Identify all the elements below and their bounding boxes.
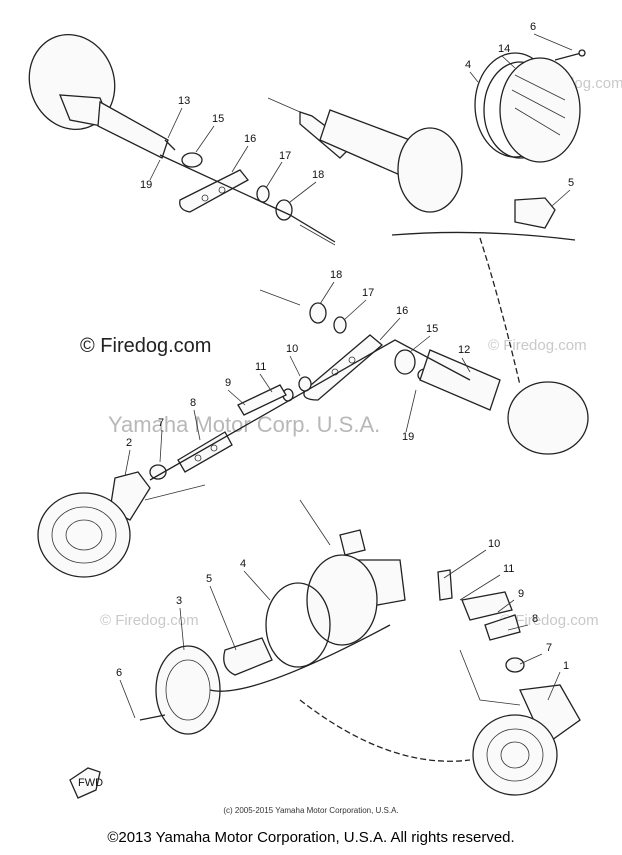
callout-19-mid: 19 [402, 431, 414, 443]
callout-2: 2 [126, 437, 132, 449]
callout-9-mid: 9 [225, 377, 231, 389]
callout-11-bottom: 11 [503, 563, 514, 575]
small-copyright: (c) 2005-2015 Yamaha Motor Corporation, … [223, 806, 399, 815]
watermark-firedog-left: © Firedog.com [80, 335, 212, 357]
callout-10-mid: 10 [286, 343, 298, 355]
callout-9-bottom: 9 [518, 588, 524, 600]
callout-8-mid: 8 [190, 397, 196, 409]
watermark-firedog-bottom-left: © Firedog.com [100, 612, 199, 629]
bottom-lamp-assembly [139, 499, 471, 762]
callout-4-top: 4 [465, 59, 471, 71]
callout-17: 17 [279, 150, 291, 162]
callout-13: 13 [178, 95, 190, 107]
callout-7-bottom: 7 [546, 642, 552, 654]
callout-labels: 13 15 16 17 18 19 6 14 4 5 18 17 16 15 1… [116, 21, 574, 679]
callout-6-bottom: 6 [116, 667, 122, 679]
callout-16: 16 [244, 133, 256, 145]
svg-text:FWD: FWD [78, 777, 103, 789]
callout-1: 1 [563, 660, 569, 672]
callout-15-mid: 15 [426, 323, 438, 335]
callout-15: 15 [212, 113, 224, 125]
watermark-firedog-bottom-right: © Firedog.com [500, 612, 599, 629]
callout-8-bottom: 8 [532, 613, 538, 625]
bottom-right-lamp [437, 569, 581, 796]
fwd-arrow: FWD [69, 767, 103, 799]
middle-bracket-assembly [149, 289, 589, 481]
callout-4-bottom: 4 [240, 558, 246, 570]
callout-10-bottom: 10 [488, 538, 500, 550]
parts-diagram: © Firedog.com © Firedog.com © Firedog.co… [28, 21, 622, 799]
top-left-signal-light [28, 34, 176, 159]
callout-7-mid: 7 [158, 417, 164, 429]
watermark-yamaha: Yamaha Motor Corp. U.S.A. [108, 412, 380, 437]
callout-14: 14 [498, 43, 510, 55]
leader-lines [119, 33, 573, 719]
callout-3: 3 [176, 595, 182, 607]
left-lamp [37, 471, 206, 578]
watermark-firedog-right: © Firedog.com [488, 337, 587, 354]
callout-19: 19 [140, 179, 152, 191]
callout-18-mid: 18 [330, 269, 342, 281]
callout-6-top: 6 [530, 21, 536, 33]
callout-16-mid: 16 [396, 305, 408, 317]
callout-5-bottom: 5 [206, 573, 212, 585]
callout-11-mid: 11 [255, 361, 266, 373]
callout-5-top: 5 [568, 177, 574, 189]
top-wire-assembly [159, 152, 336, 246]
footer-copyright: ©2013 Yamaha Motor Corporation, U.S.A. A… [107, 829, 515, 846]
top-right-signal-light [267, 49, 586, 386]
callout-17-mid: 17 [362, 287, 374, 299]
callout-18: 18 [312, 169, 324, 181]
callout-12: 12 [458, 344, 470, 356]
